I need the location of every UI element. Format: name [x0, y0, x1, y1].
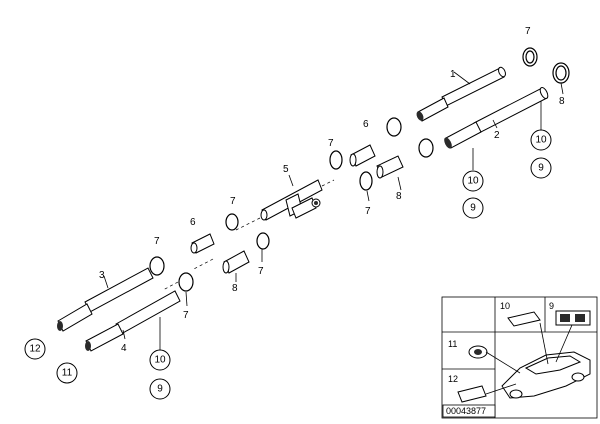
dash-5-right	[321, 179, 335, 187]
label-8-mid: 8	[396, 191, 402, 202]
label-6-upper: 6	[363, 119, 369, 130]
svg-text:11: 11	[62, 368, 73, 379]
callout-10-right: 10	[530, 129, 552, 151]
label-1: 1	[450, 69, 456, 80]
label-7-upper: 7	[328, 138, 334, 149]
leader-8-mid	[397, 176, 402, 191]
callout-9-right: 9	[530, 157, 552, 179]
label-7-far-low: 7	[183, 310, 189, 321]
leader-4	[122, 329, 126, 340]
inset-panel: 10 9 11 12 00043877	[441, 296, 598, 419]
callout-12: 12	[24, 338, 46, 360]
label-8-left: 8	[232, 283, 238, 294]
svg-text:10: 10	[535, 135, 547, 146]
inset-part-10-icon	[507, 311, 541, 327]
leader-1	[453, 71, 471, 85]
clamp-7-upper[interactable]	[329, 150, 343, 170]
callout-10-lower: 10	[149, 349, 171, 371]
callout-9-lower: 9	[149, 378, 171, 400]
sleeve-6-left[interactable]	[190, 233, 215, 254]
leader-2	[492, 119, 498, 129]
clamp-mid-right[interactable]	[418, 138, 434, 158]
inset-label-9: 9	[549, 301, 554, 311]
label-2: 2	[494, 130, 500, 141]
sleeve-8-left[interactable]	[222, 250, 250, 274]
svg-text:10: 10	[154, 355, 166, 366]
leader-5	[288, 174, 294, 187]
clamp-7-left[interactable]	[225, 213, 239, 231]
label-7-top: 7	[525, 26, 531, 37]
label-7-far-left: 7	[154, 236, 160, 247]
car-outline-icon	[501, 351, 591, 399]
inset-label-10: 10	[500, 301, 510, 311]
pipe-1[interactable]	[415, 66, 507, 122]
leader-7-mid	[366, 190, 370, 202]
callout-10-mid: 10	[462, 170, 484, 192]
leader-7-far	[185, 291, 188, 307]
callout-11: 11	[56, 362, 78, 384]
label-5: 5	[283, 164, 289, 175]
clamp-top-right[interactable]	[522, 47, 538, 67]
pipe-3[interactable]	[57, 267, 154, 332]
clamp-mid-upper[interactable]	[386, 117, 402, 137]
inset-label-12: 12	[448, 374, 458, 384]
label-7-mid: 7	[365, 206, 371, 217]
label-8-right: 8	[559, 96, 565, 107]
svg-text:12: 12	[29, 344, 41, 355]
dash-5-left	[235, 217, 261, 231]
clamp-7-leftlow[interactable]	[256, 232, 270, 250]
sleeve-6-upper[interactable]	[349, 144, 376, 167]
leader-8-right	[560, 82, 564, 95]
inset-part-12-icon	[457, 385, 487, 403]
label-4: 4	[121, 343, 127, 354]
svg-text:10: 10	[467, 176, 479, 187]
label-6-left: 6	[190, 217, 196, 228]
clamp-7-mid[interactable]	[359, 171, 373, 191]
dash-left-2	[162, 281, 179, 291]
clamp-right[interactable]	[552, 62, 570, 84]
clamp-7-far-left-low[interactable]	[178, 272, 194, 292]
connector-5[interactable]	[260, 179, 323, 221]
label-3: 3	[99, 270, 105, 281]
dash-left-1	[191, 258, 214, 271]
label-7-left: 7	[230, 196, 236, 207]
svg-text:9: 9	[470, 203, 476, 214]
inset-label-11: 11	[448, 339, 457, 349]
svg-text:9: 9	[157, 384, 163, 395]
sleeve-8-mid[interactable]	[376, 155, 404, 179]
image-code: 00043877	[446, 406, 486, 416]
label-7-leftlow: 7	[258, 266, 264, 277]
callout-9-mid: 9	[462, 197, 484, 219]
svg-text:9: 9	[538, 163, 544, 174]
clamp-7-far-left[interactable]	[149, 256, 165, 276]
leader-3	[103, 275, 109, 289]
pipe-2[interactable]	[443, 86, 550, 149]
pipe-4[interactable]	[85, 290, 181, 352]
